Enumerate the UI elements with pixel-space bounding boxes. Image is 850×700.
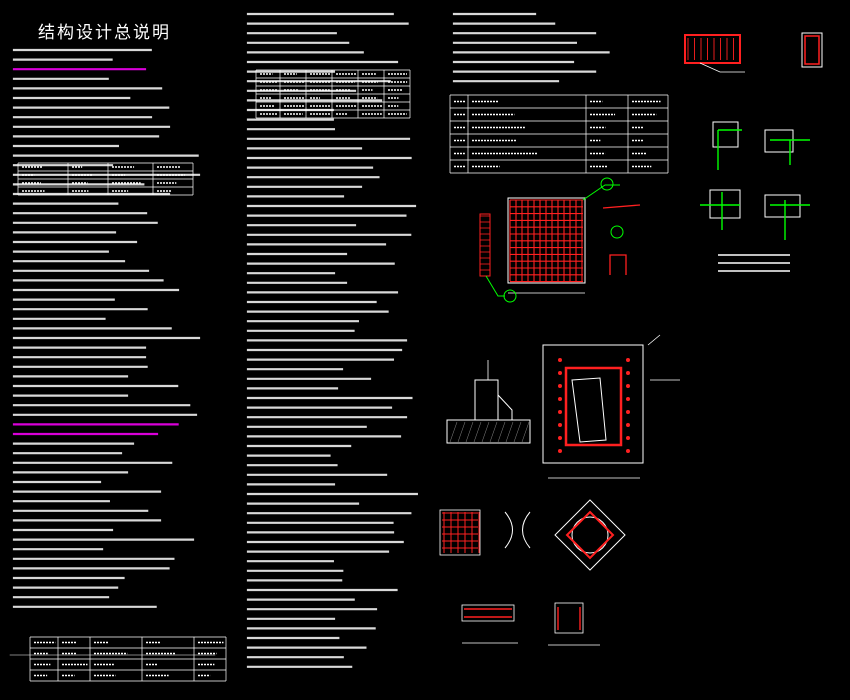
rebar-dot bbox=[626, 397, 630, 401]
slab-outline bbox=[507, 197, 586, 284]
joint-detail-d bbox=[764, 194, 801, 218]
footing-outline bbox=[446, 419, 531, 444]
beam-top-rebar bbox=[684, 34, 741, 64]
column-outline bbox=[439, 509, 481, 556]
rebar-dot bbox=[626, 371, 630, 375]
leader-line bbox=[485, 275, 505, 297]
joint-bars bbox=[770, 200, 810, 240]
dimension-line bbox=[699, 62, 745, 73]
rebar-dot bbox=[626, 384, 630, 388]
hatch-line bbox=[465, 421, 474, 443]
rebar-dot bbox=[558, 397, 562, 401]
leader-line bbox=[582, 184, 620, 201]
beam-section bbox=[461, 604, 515, 622]
lap-detail bbox=[522, 511, 531, 549]
joint-bars bbox=[770, 139, 810, 165]
diamond-frame bbox=[554, 499, 626, 571]
detail-tag-circle bbox=[610, 225, 624, 239]
rebar-dot bbox=[558, 358, 562, 362]
opening-panel bbox=[542, 344, 644, 464]
hatch-line bbox=[505, 421, 514, 443]
rebar-dot bbox=[558, 423, 562, 427]
rebar-dot bbox=[626, 436, 630, 440]
round-opening bbox=[571, 516, 609, 554]
rebar-dot bbox=[626, 449, 630, 453]
hook-bar bbox=[609, 254, 627, 275]
diagonal-trim-bars bbox=[565, 510, 615, 560]
section-mark bbox=[647, 334, 661, 346]
section-bar-strip bbox=[479, 213, 491, 277]
drawing-title: 结构设计总说明 bbox=[38, 23, 171, 43]
col-section bbox=[801, 32, 823, 68]
detail-tag-circle bbox=[600, 177, 614, 191]
hatch-line bbox=[489, 421, 498, 443]
hatch-line bbox=[473, 421, 482, 443]
joint-bars bbox=[717, 129, 742, 170]
wall-stub bbox=[474, 379, 499, 420]
construction-details bbox=[439, 32, 823, 646]
notes-tables bbox=[17, 69, 669, 682]
hatch-line bbox=[481, 421, 490, 443]
opening-edge bbox=[571, 377, 607, 443]
hatch-line bbox=[521, 421, 530, 443]
haunch-line bbox=[497, 394, 513, 420]
bent-bar bbox=[602, 204, 641, 209]
hatch-line bbox=[513, 421, 522, 443]
rebar-dot bbox=[558, 449, 562, 453]
rebar-dot bbox=[558, 384, 562, 388]
rebar-dot bbox=[626, 410, 630, 414]
col-ties bbox=[804, 35, 820, 65]
general-notes-text bbox=[9, 12, 610, 668]
hatch-line bbox=[449, 421, 458, 443]
rebar-dot bbox=[558, 410, 562, 414]
joint-detail-c bbox=[709, 189, 741, 219]
hatch-line bbox=[457, 421, 466, 443]
hatch-line bbox=[497, 421, 506, 443]
rebar-dot bbox=[558, 371, 562, 375]
rebar-dot bbox=[626, 358, 630, 362]
column-section bbox=[554, 602, 584, 634]
joint-bars bbox=[700, 192, 740, 230]
joint-detail-b bbox=[764, 129, 794, 153]
rebar-dot bbox=[626, 423, 630, 427]
detail-tag-circle bbox=[503, 289, 517, 303]
lap-detail bbox=[504, 511, 513, 549]
rebar-dot bbox=[558, 436, 562, 440]
opening-trim-bars bbox=[564, 366, 623, 447]
joint-detail-a bbox=[712, 121, 739, 148]
